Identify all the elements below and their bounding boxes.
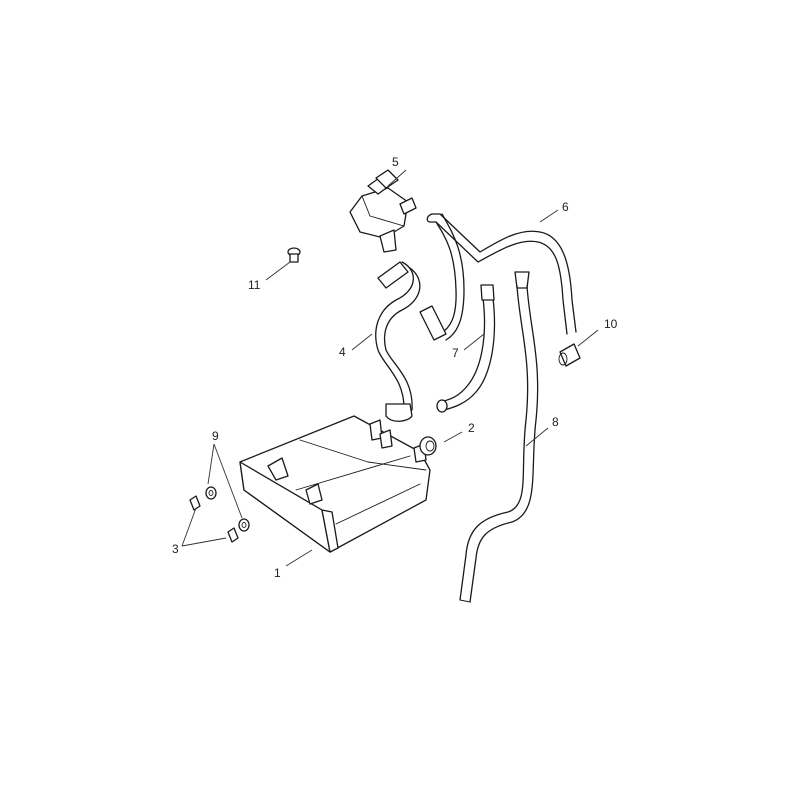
callout-2: 2 (468, 421, 475, 435)
callout-8: 8 (552, 415, 559, 429)
part-11-screw (287, 247, 301, 263)
callout-1: 1 (274, 566, 281, 580)
callout-7: 7 (452, 346, 459, 360)
callout-11: 11 (248, 278, 261, 292)
part-2-grommet (419, 436, 437, 456)
part-5-purge-valve (349, 169, 417, 253)
part-1-canister (239, 415, 431, 553)
part-3-bolts (189, 495, 239, 543)
part-9-washers (205, 486, 250, 532)
callout-3: 3 (172, 542, 179, 556)
callout-9: 9 (212, 429, 219, 443)
callout-5: 5 (392, 155, 399, 169)
callout-10: 10 (604, 317, 618, 331)
part-7-short-hose (436, 284, 496, 413)
part-6-bent-tube (419, 213, 577, 341)
part-4-purge-hose (375, 261, 421, 422)
callout-6: 6 (562, 200, 569, 214)
part-10-sleeve (558, 343, 581, 367)
part-8-long-hose (459, 271, 539, 603)
callout-4: 4 (339, 345, 346, 359)
leader-lines (181, 169, 599, 567)
